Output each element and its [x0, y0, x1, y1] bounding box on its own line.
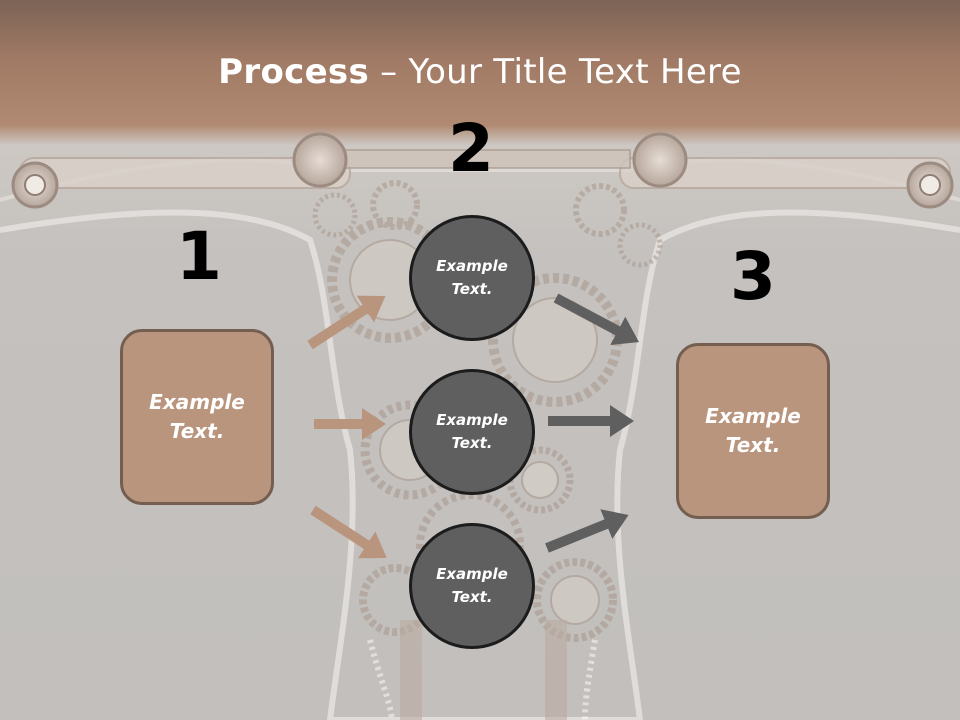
- slide-title: Process – Your Title Text Here: [0, 52, 960, 92]
- circle-3-text: Example Text.: [436, 565, 508, 606]
- title-rest: – Your Title Text Here: [369, 52, 742, 92]
- left-arrows: [307, 295, 387, 559]
- arrow-right-icon: [548, 405, 634, 437]
- right-box-text: Example Text.: [705, 404, 801, 457]
- process-circle-1: Example Text.: [409, 215, 535, 341]
- left-text-box: Example Text.: [120, 329, 274, 505]
- process-circle-3: Example Text.: [409, 523, 535, 649]
- arrow-right-icon: [307, 295, 386, 350]
- title-bold: Process: [218, 52, 370, 92]
- arrow-right-icon: [314, 408, 386, 440]
- arrow-right-icon: [310, 505, 387, 559]
- circle-1-text: Example Text.: [436, 257, 508, 298]
- arrow-right-icon: [553, 293, 639, 345]
- arrow-right-icon: [545, 509, 629, 553]
- right-arrows: [545, 293, 639, 553]
- circle-2-text: Example Text.: [436, 411, 508, 452]
- right-text-box: Example Text.: [676, 343, 830, 519]
- step-number-3: 3: [730, 238, 776, 315]
- step-number-1: 1: [176, 218, 222, 295]
- left-box-text: Example Text.: [149, 390, 245, 443]
- step-number-2: 2: [448, 110, 494, 187]
- process-circle-2: Example Text.: [409, 369, 535, 495]
